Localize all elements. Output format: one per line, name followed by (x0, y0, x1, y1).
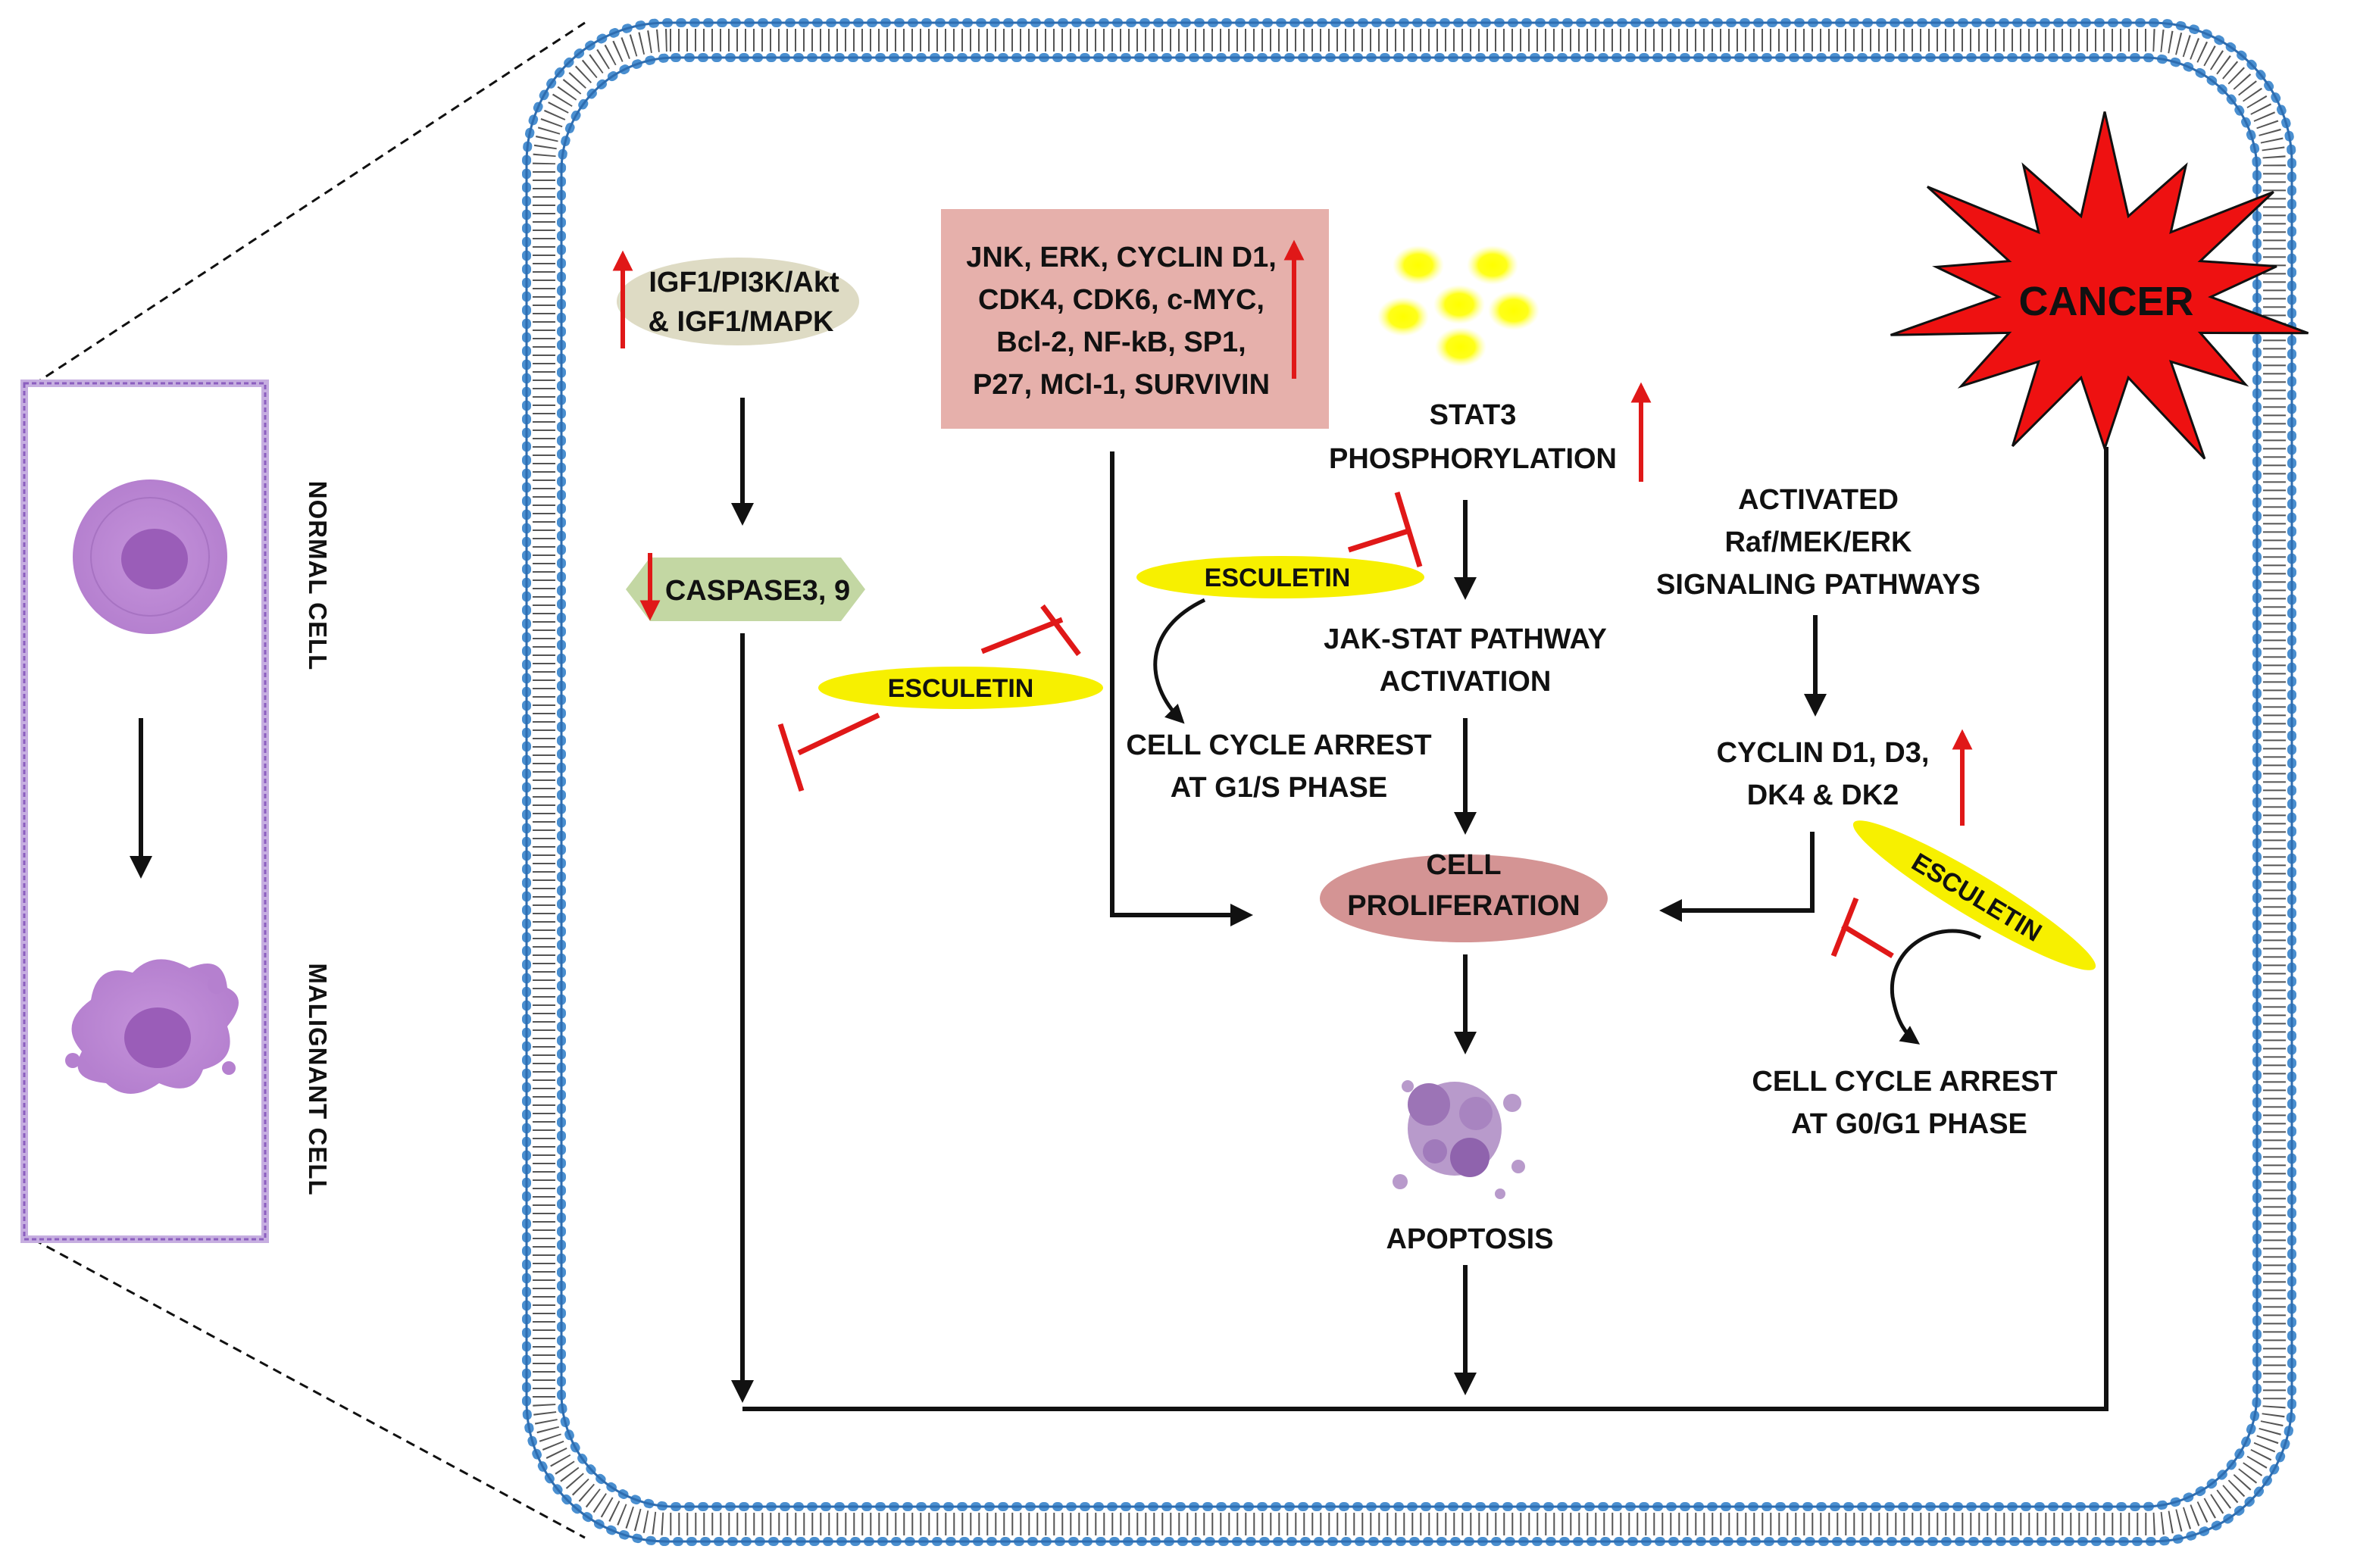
esculetin-inhibitor-2: ESCULETIN (1136, 556, 1424, 598)
inhibition-cyclin (1830, 897, 1894, 958)
igf1-pathway-node: IGF1/PI3K/Akt & IGF1/MAPK (612, 250, 859, 348)
normal-cell-icon (73, 479, 227, 634)
cancer-starburst: CANCER (1890, 111, 2309, 460)
inhibition-gene-box (980, 604, 1081, 657)
jakstat-label-line2: ACTIVATION (1380, 666, 1552, 698)
cell-membrane (522, 18, 2296, 1546)
igf1-label-line2: & IGF1/MAPK (649, 306, 834, 338)
gene-line-3: Bcl-2, NF-kB, SP1, (996, 326, 1246, 358)
gene-line-2: CDK4, CDK6, c-MYC, (978, 284, 1264, 316)
caspase-node: CASPASE3, 9 (626, 553, 865, 621)
esculetin-label-2: ESCULETIN (1205, 564, 1351, 592)
normal-cell-label: NORMAL CELL (304, 481, 332, 671)
curved-arrow-g0g1 (1890, 929, 1982, 1045)
inhibition-caspase (777, 712, 880, 792)
proliferation-label-line2: PROLIFERATION (1347, 890, 1580, 922)
jakstat-label-line1: JAK-STAT PATHWAY (1324, 623, 1607, 655)
raf-label-line3: SIGNALING PATHWAYS (1656, 569, 1980, 601)
arrest-g0g1-line2: AT G0/G1 PHASE (1791, 1108, 2027, 1140)
malignant-cell-icon (65, 959, 239, 1094)
gene-target-box: JNK, ERK, CYCLIN D1, CDK4, CDK6, c-MYC, … (941, 209, 1329, 429)
malignant-cell-label: MALIGNANT CELL (304, 963, 332, 1195)
gene-line-4: P27, MCl-1, SURVIVIN (973, 369, 1270, 401)
cell-proliferation-node: CELL PROLIFERATION (1320, 849, 1608, 942)
arrow-cyclin-to-proliferation (1659, 832, 1815, 922)
inset-panel: NORMAL CELL MALIGNANT CELL (20, 380, 332, 1243)
apoptosis-label: APOPTOSIS (1386, 1223, 1553, 1255)
arrest-g1s-line2: AT G1/S PHASE (1171, 772, 1387, 804)
caspase-label: CASPASE3, 9 (665, 575, 850, 607)
esculetin-inhibitor-3: ESCULETIN (1852, 820, 2096, 970)
esculetin-label-1: ESCULETIN (888, 674, 1034, 703)
inhibition-stat3 (1347, 491, 1423, 568)
raf-label-line2: Raf/MEK/ERK (1724, 526, 1912, 558)
zoom-line-top (33, 21, 586, 386)
curved-arrow-g1s (1153, 598, 1206, 724)
bottom-feedback-line (742, 447, 2108, 1411)
proliferation-label-line1: CELL (1426, 849, 1501, 881)
esculetin-inhibitor-1: ESCULETIN (818, 667, 1103, 709)
stat3-molecules-icon (1377, 245, 1540, 367)
apoptotic-cell-icon (1393, 1080, 1525, 1199)
esculetin-label-3: ESCULETIN (1907, 848, 2047, 948)
cyclin-label-line1: CYCLIN D1, D3, (1717, 737, 1930, 769)
arrow-genes-to-proliferation (1110, 451, 1253, 926)
igf1-label-line1: IGF1/PI3K/Akt (649, 267, 839, 298)
raf-label-line1: ACTIVATED (1738, 484, 1899, 516)
arrest-g0g1-line1: CELL CYCLE ARREST (1752, 1066, 2057, 1098)
gene-line-1: JNK, ERK, CYCLIN D1, (966, 242, 1277, 273)
stat3-label-line2: PHOSPHORYLATION (1329, 443, 1617, 475)
zoom-line-bottom (33, 1238, 586, 1539)
cyclin-label-line2: DK4 & DK2 (1747, 779, 1899, 811)
arrest-g1s-line1: CELL CYCLE ARREST (1126, 729, 1431, 761)
cancer-label: CANCER (2018, 279, 2193, 324)
stat3-label-line1: STAT3 (1430, 399, 1517, 431)
